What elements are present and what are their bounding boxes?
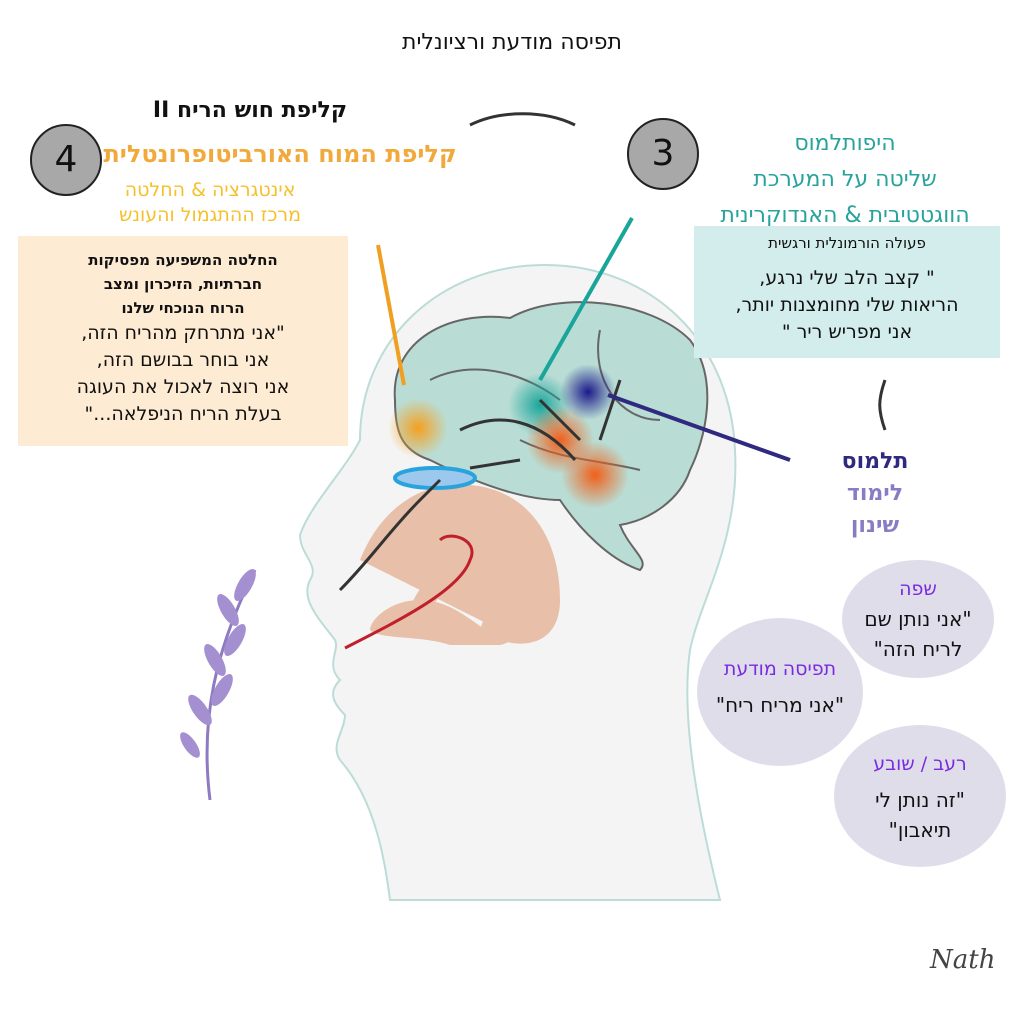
hypothalamus-box: פעולה הורמונלית ורגשית " קצב הלב שלי נרג… [694,226,1000,358]
quote-line: אני רוצה לאכול את העוגה [76,376,290,398]
quote-line: הריאות שלי מחומצנות יותר, [735,294,959,316]
bubble-line: לריח הזה" [873,637,963,661]
thalamus-name: תלמוס [841,449,909,474]
box-heading: החלטה המשפיעה מפסיקות [88,251,278,269]
section-4-badge: 4 [30,124,102,196]
box-heading: פעולה הורמונלית ורגשית [768,234,926,252]
box-heading: הרוח הנוכחי שלנו [121,299,245,317]
bubble-line: "אני נותן שם [864,607,972,631]
bubble-line: "זה נותן לי [875,788,965,812]
orange-arrow [376,244,406,386]
region-line: שליטה על המערכת [753,167,937,192]
bubble-title: שפה [899,578,937,600]
navy-arrow [607,393,791,462]
olfactory-bulb [393,466,477,490]
box-heading: חברתיות, הזיכרון ומצב [103,275,263,293]
bubble-line: תיאבון" [888,818,952,842]
logo: Nath [930,945,996,975]
orbitofrontal-box: החלטה המשפיעה מפסיקות חברתיות, הזיכרון ו… [18,236,348,446]
bubble-title: תפיסה מודעת [723,658,837,680]
double-arrow-right [878,379,887,431]
orbitofrontal-functions: אינטגרציה & החלטה מרכז ההתגמול והעונש [60,178,360,228]
function-line: מרכז ההתגמול והעונש [118,204,302,226]
page-title: תפיסה מודעת ורציונלית [402,30,622,55]
quote-line: אני בוחר בבושם הזה, [96,349,270,371]
bubble-language: שפה "אני נותן שם לריח הזה" [842,560,994,678]
hypothalamus-title: היפותלמוס שליטה על המערכת הווגטטיבית & ה… [690,126,1000,234]
section-3-badge: 3 [627,118,699,190]
region-line: היפותלמוס [794,131,896,156]
double-arrow-top [469,112,576,127]
quote-line: בעלת הריח הניפלאה..." [84,403,282,425]
bubble-hunger-satiety: רעב / שובע "זה נותן לי תיאבון" [834,725,1006,867]
thalamus-function: שינון [850,513,900,538]
section-4-label: קליפת חוש הריח II [152,98,348,123]
bubble-line: "אני מריח ריח" [715,693,845,717]
quote-line: " קצב הלב שלי נרגע, [759,267,935,289]
orbitofrontal-title: קליפת המוח האורביטופרונטלית [103,140,457,168]
bubble-conscious-perception: תפיסה מודעת "אני מריח ריח" [697,618,863,766]
quote-line: "אני מתרחק מהריח הזה, [81,322,285,344]
quote-line: אני מפריש ריר " [781,321,913,343]
bubble-title: רעב / שובע [873,753,967,775]
region-line: הווגטטיבית & האנדוקרינית [720,203,970,228]
thalamus-function: לימוד [846,481,904,506]
lavender-sprig [180,569,257,801]
teal-arrow [538,217,634,381]
function-line: אינטגרציה & החלטה [124,179,296,201]
thalamus-label: תלמוס לימוד שינון [800,446,950,542]
